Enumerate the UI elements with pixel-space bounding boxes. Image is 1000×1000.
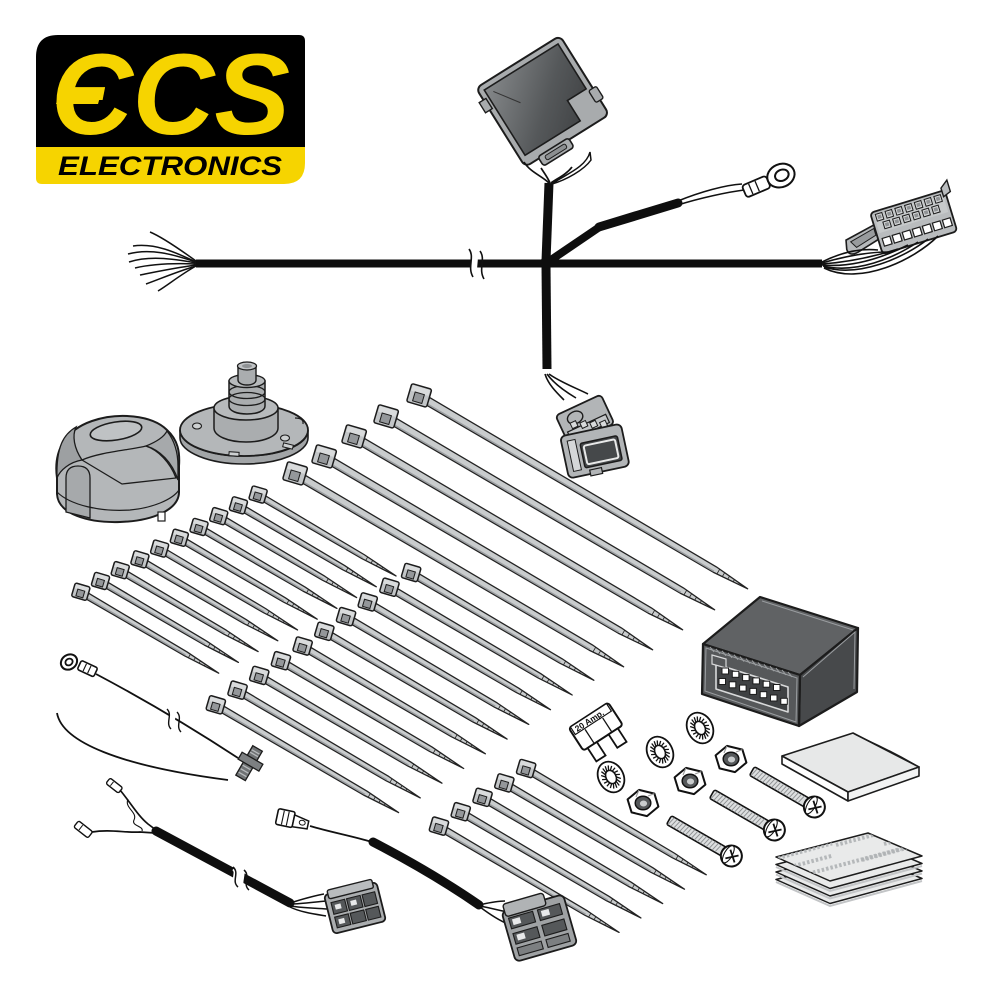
svg-text:ELECTRONICS: ELECTRONICS <box>58 151 282 181</box>
